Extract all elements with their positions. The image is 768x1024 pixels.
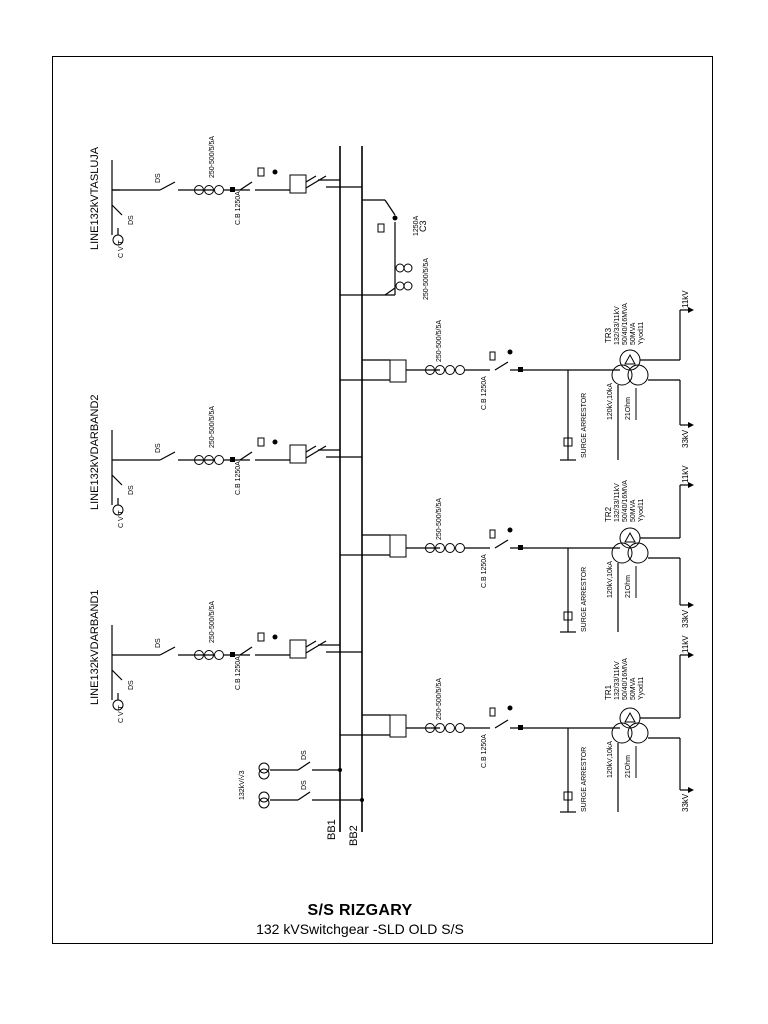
tr2-ct-label: 250-500/5/5A bbox=[436, 498, 443, 540]
transformer-bay-tr1 bbox=[340, 652, 694, 813]
tr3-rating-4: Yyod11 bbox=[638, 322, 645, 345]
tr3-neutral: 120kV,10kA bbox=[607, 383, 614, 420]
drawing-frame bbox=[52, 56, 713, 944]
tr1-name: TR1 bbox=[604, 684, 613, 700]
feeder-label-darband2: LINE132kVDARBAND2 bbox=[89, 394, 101, 510]
tr1-arrester: SURGE ARRESTOR bbox=[581, 747, 588, 812]
line-feeder-taslujа bbox=[111, 160, 362, 246]
tr2-name: TR2 bbox=[604, 506, 613, 522]
ds-label-2a: DS bbox=[128, 485, 135, 495]
line-feeder-darband2 bbox=[111, 430, 362, 516]
drawing-title: S/S RIZGARY bbox=[307, 902, 413, 919]
feeder-label-darband1: LINE132kVDARBAND1 bbox=[89, 589, 101, 705]
transformer-bay-tr2 bbox=[340, 482, 694, 633]
line-feeder-darband1 bbox=[111, 625, 362, 711]
tr2-arrester: SURGE ARRESTOR bbox=[581, 567, 588, 632]
busbar-label-bb1: BB1 bbox=[326, 819, 338, 840]
ds-label-1b: DS bbox=[155, 173, 162, 183]
cb-label-2: C.B 1250A bbox=[235, 461, 242, 495]
tr1-rating-3: 50MVA bbox=[630, 677, 637, 700]
tr1-hv-label: 11kV bbox=[681, 635, 690, 653]
drawing-subtitle: 132 kVSwitchgear -SLD OLD S/S bbox=[256, 921, 464, 937]
tr2-cb-label: C.B 1250A bbox=[481, 554, 488, 588]
tr2-ohm: 21Ohm bbox=[625, 575, 632, 598]
ds-label-3b: DS bbox=[155, 638, 162, 648]
tr2-rating-2: 50/40/16MVA bbox=[622, 480, 629, 522]
cvt-label-3: C V T bbox=[118, 705, 125, 723]
coupler-name: C3 bbox=[418, 220, 428, 232]
busbar-label-bb2: BB2 bbox=[348, 825, 360, 846]
vt-label: 132kV/√3 bbox=[238, 770, 246, 800]
ct-label-3: 250-500/5/5A bbox=[209, 601, 216, 643]
tr2-hv-label: 11kV bbox=[681, 465, 690, 483]
bus-coupler bbox=[340, 199, 413, 296]
voltage-transformers bbox=[258, 761, 364, 809]
coupler-cb-label: 1250A bbox=[413, 215, 420, 236]
coupler-ct-label: 250-500/5/5A bbox=[423, 258, 430, 300]
tr1-rating-4: Yyod11 bbox=[638, 677, 645, 700]
tr1-rating-2: 50/40/16MVA bbox=[622, 658, 629, 700]
vt-ds-label-b: DS bbox=[301, 780, 308, 790]
tr2-rating-3: 50MVA bbox=[630, 499, 637, 522]
ct-label-2: 250-500/5/5A bbox=[209, 406, 216, 448]
tr2-rating-4: Yyod11 bbox=[638, 499, 645, 522]
tr1-rating-1: 132/33/11kV bbox=[614, 661, 621, 700]
tr3-ct-label: 250-500/5/5A bbox=[436, 320, 443, 362]
tr2-mv-label: 33kV bbox=[681, 609, 690, 628]
tr3-hv-label: 11kV bbox=[681, 290, 690, 308]
ds-label-1a: DS bbox=[128, 215, 135, 225]
tr1-mv-label: 33kV bbox=[681, 793, 690, 812]
tr3-arrester: SURGE ARRESTOR bbox=[581, 393, 588, 458]
ds-label-3a: DS bbox=[128, 680, 135, 690]
single-line-diagram: BB1 BB2 LINE132kVTASLUJA C V T DS DS 250 bbox=[89, 136, 694, 846]
ds-label-2b: DS bbox=[155, 443, 162, 453]
tr3-cb-label: C.B 1250A bbox=[481, 376, 488, 410]
cvt-label-2: C V T bbox=[118, 510, 125, 528]
tr1-ohm: 21Ohm bbox=[625, 755, 632, 778]
cb-label-3: C.B 1250A bbox=[235, 656, 242, 690]
tr3-rating-3: 50MVA bbox=[630, 322, 637, 345]
cvt-label-1: C V T bbox=[118, 240, 125, 258]
tr3-name: TR3 bbox=[604, 327, 613, 343]
tr3-ohm: 21Ohm bbox=[625, 397, 632, 420]
tr3-rating-2: 50/40/16MVA bbox=[622, 303, 629, 345]
vt-ds-label-a: DS bbox=[301, 750, 308, 760]
feeder-label-taslujа: LINE132kVTASLUJA bbox=[89, 146, 101, 250]
tr1-neutral: 120kV,10kA bbox=[607, 741, 614, 778]
tr1-ct-label: 250-500/5/5A bbox=[436, 678, 443, 720]
cb-label-1: C.B 1250A bbox=[235, 191, 242, 225]
tr3-rating-1: 132/33/11kV bbox=[614, 306, 621, 345]
ct-label-1: 250-500/5/5A bbox=[209, 136, 216, 178]
tr3-mv-label: 33kV bbox=[681, 429, 690, 448]
title-block: S/S RIZGARY 132 kVSwitchgear -SLD OLD S/… bbox=[0, 902, 720, 937]
tr2-rating-1: 132/33/11kV bbox=[614, 483, 621, 522]
tr2-neutral: 120kV,10kA bbox=[607, 561, 614, 598]
transformer-bay-tr3 bbox=[340, 307, 694, 461]
tr1-cb-label: C.B 1250A bbox=[481, 734, 488, 768]
